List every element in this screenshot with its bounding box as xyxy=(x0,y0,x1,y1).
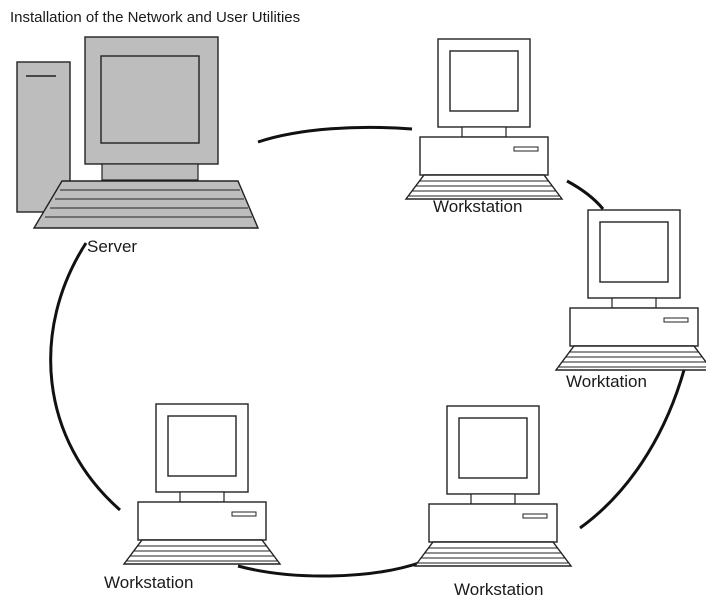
link-server-to-ws-top xyxy=(257,125,413,144)
diagram-title: Installation of the Network and User Uti… xyxy=(10,9,301,26)
workstation-bottom-right-icon xyxy=(414,405,572,567)
link-ws-bottom-left-to-server xyxy=(49,242,121,512)
workstation-bottom-left-label: Workstation xyxy=(104,573,194,592)
link-ws-bottom-right-to-ws-bottom-left xyxy=(237,560,423,578)
workstation-top-label: Workstation xyxy=(433,197,523,216)
workstation-top-icon xyxy=(405,38,563,200)
link-ws-top-to-ws-right xyxy=(566,179,605,210)
network-links xyxy=(49,125,686,578)
workstation-right-label: Worktation xyxy=(566,372,647,391)
server-label: Server xyxy=(87,237,138,256)
workstation-bottom-left-icon xyxy=(123,403,281,565)
server-computer-icon xyxy=(16,36,260,229)
workstation-right-icon xyxy=(555,209,706,371)
link-ws-right-to-ws-bottom-right xyxy=(579,369,686,530)
workstation-bottom-right-label: Workstation xyxy=(454,580,544,599)
